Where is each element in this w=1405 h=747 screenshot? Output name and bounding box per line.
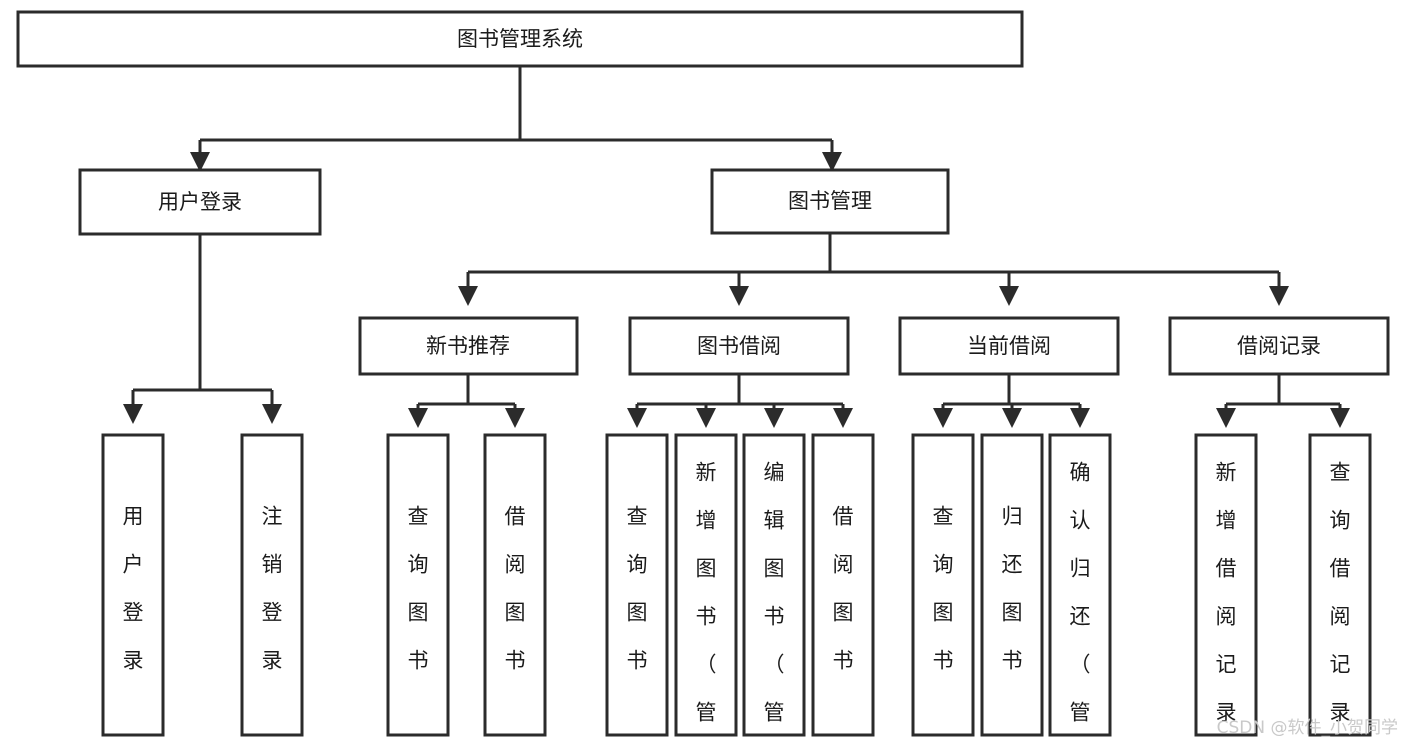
user-login-box[interactable] bbox=[78, 168, 322, 236]
leaf-node-5[interactable]: 新增图书（管理员） bbox=[674, 433, 738, 747]
node-user-login[interactable]: 用户登录 bbox=[78, 168, 322, 236]
leaf-label-3: 借阅图书 bbox=[505, 505, 526, 673]
edge-borrowrecord-to-leaves-bus bbox=[1224, 374, 1342, 414]
leaf-node-6[interactable]: 编辑图书（管理员） bbox=[742, 433, 806, 747]
leaf-node-1[interactable]: 注销登录 bbox=[240, 433, 304, 737]
user-login-label: 用户登录 bbox=[158, 190, 242, 214]
leaf-node-3[interactable]: 借阅图书 bbox=[483, 433, 547, 737]
current-borrow-box[interactable] bbox=[898, 316, 1120, 376]
book-borrow-label: 图书借阅 bbox=[697, 334, 781, 358]
leaf-node-8[interactable]: 查询图书 bbox=[911, 433, 975, 737]
leaf-label-5: 新增图书（管理员） bbox=[696, 461, 717, 747]
arrow-to-leaf-logout bbox=[262, 404, 282, 424]
arrow-to-leaf-borrow-book-2 bbox=[833, 408, 853, 428]
leaf-node-10[interactable]: 确认归还（管理员） bbox=[1048, 433, 1112, 747]
arrow-to-leaf-borrow-book-1 bbox=[505, 408, 525, 428]
edge-root-to-level2-bus bbox=[198, 66, 834, 158]
arrow-to-leaf-query-book-1 bbox=[408, 408, 428, 428]
leaf-box-9[interactable] bbox=[980, 433, 1044, 737]
arrow-to-borrow-record bbox=[1269, 286, 1289, 306]
arrow-to-leaf-edit-book bbox=[764, 408, 784, 428]
current-borrow-label: 当前借阅 bbox=[967, 334, 1051, 358]
leaf-node-9[interactable]: 归还图书 bbox=[980, 433, 1044, 737]
arrow-to-current-borrow bbox=[999, 286, 1019, 306]
csdn-watermark: CSDN @软件_小贺同学 bbox=[1217, 718, 1398, 738]
book-management-box[interactable] bbox=[710, 168, 950, 235]
leaf-label-12: 查询借阅记录 bbox=[1330, 461, 1351, 725]
node-new-book-recommend[interactable]: 新书推荐 bbox=[358, 316, 579, 376]
leaf-label-0: 用户登录 bbox=[123, 505, 144, 673]
book-management-label: 图书管理 bbox=[788, 189, 872, 213]
arrow-to-leaf-query-book-3 bbox=[933, 408, 953, 428]
node-book-borrow[interactable]: 图书借阅 bbox=[628, 316, 850, 376]
leaf-label-2: 查询图书 bbox=[408, 505, 429, 673]
edge-bookmgmt-to-level3-bus bbox=[466, 233, 1281, 292]
new-book-recommend-label: 新书推荐 bbox=[426, 334, 510, 358]
leaf-box-5[interactable] bbox=[674, 433, 738, 737]
arrow-to-leaf-query-book-2 bbox=[627, 408, 647, 428]
leaf-label-1: 注销登录 bbox=[262, 505, 283, 673]
leaf-box-11[interactable] bbox=[1194, 433, 1258, 737]
leaf-label-8: 查询图书 bbox=[933, 505, 954, 673]
leaf-box-10[interactable] bbox=[1048, 433, 1112, 737]
book-borrow-box[interactable] bbox=[628, 316, 850, 376]
node-book-management[interactable]: 图书管理 bbox=[710, 168, 950, 235]
edge-userlogin-to-leaves-bus bbox=[131, 234, 274, 410]
node-root-book-management-system[interactable]: 图书管理系统 bbox=[16, 10, 1024, 68]
arrow-to-book-borrow bbox=[729, 286, 749, 306]
leaf-box-3[interactable] bbox=[483, 433, 547, 737]
leaf-node-12[interactable]: 查询借阅记录 bbox=[1308, 433, 1372, 737]
leaf-box-4[interactable] bbox=[605, 433, 669, 737]
arrow-to-leaf-add-book bbox=[696, 408, 716, 428]
arrow-to-leaf-user-login bbox=[123, 404, 143, 424]
leaf-box-1[interactable] bbox=[240, 433, 304, 737]
arrow-to-leaf-return-book bbox=[1002, 408, 1022, 428]
leaf-node-11[interactable]: 新增借阅记录 bbox=[1194, 433, 1258, 737]
arrow-to-leaf-query-record bbox=[1330, 408, 1350, 428]
root-label: 图书管理系统 bbox=[457, 27, 583, 51]
arrow-to-book-management bbox=[822, 152, 842, 172]
leaf-node-4[interactable]: 查询图书 bbox=[605, 433, 669, 737]
leaf-node-layer: 用户登录 注销登录 查询图书 借阅图书 查询图书 新增图书（管理员） 编辑图书（管理员） 借阅… bbox=[101, 433, 1372, 747]
connector-layer bbox=[123, 66, 1350, 428]
borrow-record-label: 借阅记录 bbox=[1237, 334, 1321, 358]
arrow-to-leaf-confirm-return bbox=[1070, 408, 1090, 428]
edge-bookborrow-to-leaves-bus bbox=[635, 374, 845, 414]
leaf-label-4: 查询图书 bbox=[627, 505, 648, 673]
leaf-node-2[interactable]: 查询图书 bbox=[386, 433, 450, 737]
node-borrow-record[interactable]: 借阅记录 bbox=[1168, 316, 1390, 376]
leaf-box-7[interactable] bbox=[811, 433, 875, 737]
edge-newbook-to-leaves-bus bbox=[416, 374, 517, 414]
node-layer: 图书管理系统 用户登录 图书管理 新书推荐 图书借阅 当前 bbox=[16, 10, 1390, 747]
leaf-label-7: 借阅图书 bbox=[833, 505, 854, 673]
leaf-label-10: 确认归还（管理员） bbox=[1070, 461, 1091, 747]
leaf-label-6: 编辑图书（管理员） bbox=[764, 461, 785, 747]
arrow-to-leaf-add-record bbox=[1216, 408, 1236, 428]
arrow-to-user-login bbox=[190, 152, 210, 172]
leaf-box-12[interactable] bbox=[1308, 433, 1372, 737]
new-book-recommend-box[interactable] bbox=[358, 316, 579, 376]
leaf-box-2[interactable] bbox=[386, 433, 450, 737]
leaf-node-0[interactable]: 用户登录 bbox=[101, 433, 165, 737]
leaf-node-7[interactable]: 借阅图书 bbox=[811, 433, 875, 737]
arrow-to-new-book-recommend bbox=[458, 286, 478, 306]
borrow-record-box[interactable] bbox=[1168, 316, 1390, 376]
leaf-box-6[interactable] bbox=[742, 433, 806, 737]
node-current-borrow[interactable]: 当前借阅 bbox=[898, 316, 1120, 376]
leaf-box-8[interactable] bbox=[911, 433, 975, 737]
leaf-box-0[interactable] bbox=[101, 433, 165, 737]
root-box[interactable] bbox=[16, 10, 1024, 68]
leaf-label-9: 归还图书 bbox=[1002, 505, 1023, 673]
leaf-label-11: 新增借阅记录 bbox=[1216, 461, 1237, 725]
